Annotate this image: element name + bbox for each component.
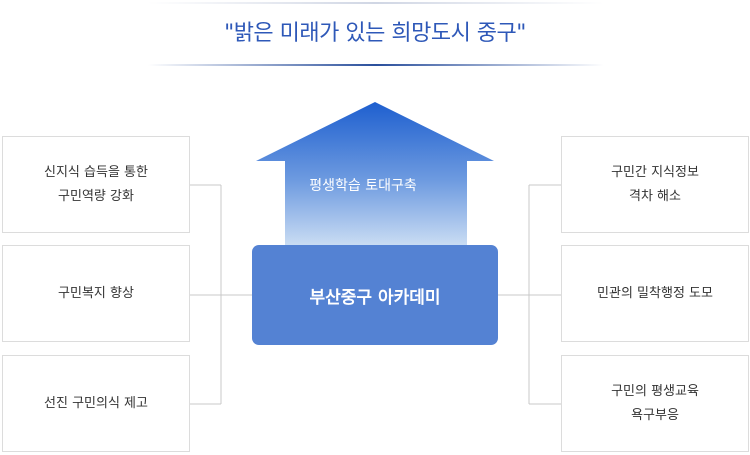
left-box-1-text: 신지식 습득을 통한 구민역량 강화	[44, 164, 148, 204]
right-connector	[498, 184, 561, 405]
upward-arrow	[256, 102, 494, 245]
title-top-rule	[148, 2, 604, 4]
center-box: 부산중구 아카데미	[252, 245, 498, 345]
left-box-2-text: 구민복지 향상	[58, 285, 134, 301]
right-box-3-text: 구민의 평생교육 욕구부응	[611, 383, 699, 423]
arrow-label: 평생학습 토대구축	[309, 178, 417, 194]
left-box-2: 구민복지 향상	[2, 245, 190, 342]
center-box-label: 부산중구 아카데미	[309, 287, 441, 308]
right-box-2-text: 민관의 밀착행정 도모	[597, 285, 713, 301]
right-box-2: 민관의 밀착행정 도모	[561, 245, 749, 342]
page-title: "밝은 미래가 있는 희망도시 중구"	[224, 21, 526, 46]
right-box-1: 구민간 지식정보 격차 해소	[561, 136, 749, 233]
left-box-1: 신지식 습득을 통한 구민역량 강화	[2, 136, 190, 233]
right-box-3: 구민의 평생교육 욕구부응	[561, 355, 749, 452]
right-box-1-text: 구민간 지식정보 격차 해소	[611, 164, 699, 204]
left-box-3: 선진 구민의식 제고	[2, 355, 190, 452]
left-box-3-text: 선진 구민의식 제고	[44, 395, 148, 411]
title-bottom-rule	[148, 64, 604, 66]
left-connector	[190, 184, 252, 405]
